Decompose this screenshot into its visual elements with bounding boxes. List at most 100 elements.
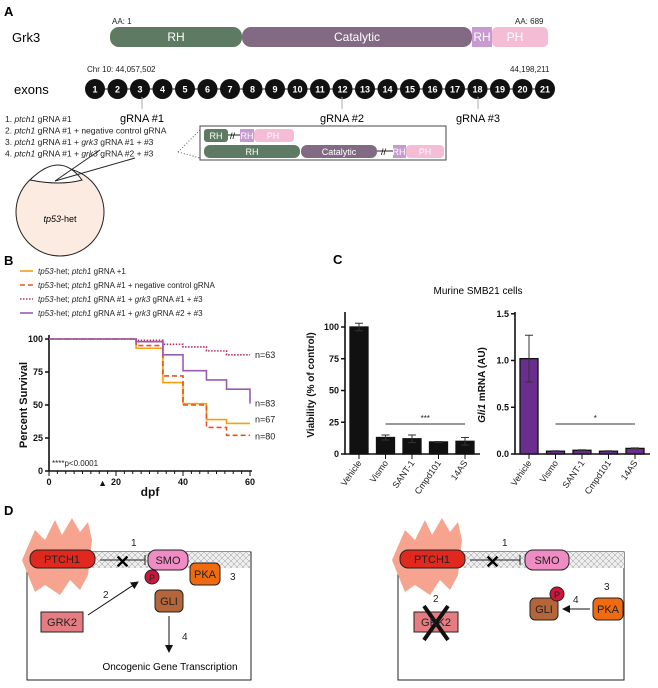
y-tick-label: 0.0 <box>496 449 509 459</box>
injection-text: ptch1 <box>13 149 35 159</box>
grna-2-label: gRNA #2 <box>320 113 364 125</box>
trunc1-rh2: RH <box>241 131 254 141</box>
exon-number: 9 <box>272 85 277 95</box>
x-tick-label: 60 <box>245 477 255 487</box>
step-4: 4 <box>573 595 579 606</box>
exon-number: 7 <box>227 85 232 95</box>
x-tick-label: Vismo <box>538 458 560 484</box>
bar <box>428 441 449 455</box>
error-bar <box>408 434 416 444</box>
exon-circle <box>107 79 128 99</box>
embryo-label: tp53-het <box>43 214 77 224</box>
legend-text: tp53 <box>38 309 54 318</box>
phospho-icon <box>549 586 565 602</box>
n-label: n=63 <box>255 350 275 360</box>
exon-number: 18 <box>472 85 482 95</box>
exon-circle <box>130 79 150 99</box>
aa-start: AA: 1 <box>112 17 132 26</box>
grna-3-label: gRNA #3 <box>456 113 500 125</box>
exon-number: 5 <box>182 85 187 95</box>
exon-circle <box>422 79 443 99</box>
domain-rh2 <box>472 27 492 47</box>
exon-number: 3 <box>137 85 142 95</box>
exon-circle <box>467 79 488 99</box>
y-axis-label: Percent Survival <box>18 362 30 448</box>
legend-text: gRNA #1 + <box>91 295 134 304</box>
svg-text://: // <box>230 131 236 141</box>
legend-text: grk3 <box>135 295 151 304</box>
exon-circle <box>400 79 420 99</box>
step-3: 3 <box>604 582 610 593</box>
exon-number: 17 <box>450 85 460 95</box>
exons-label: exons <box>14 82 49 97</box>
domain-ph <box>492 27 548 47</box>
error-bar <box>604 450 613 453</box>
gli-box <box>529 597 559 621</box>
ptch1-protein <box>399 549 466 569</box>
exon-number: 13 <box>360 85 370 95</box>
domain-rh-label: RH <box>167 30 184 44</box>
injection-text: ptch1 <box>13 126 35 136</box>
step-4: 4 <box>182 632 188 643</box>
panel-label-b: B <box>4 253 13 268</box>
grk2-label: GRK2 <box>421 617 451 629</box>
domain-ph-label: PH <box>507 30 524 44</box>
pka-label: PKA <box>194 569 217 581</box>
exon-circle <box>445 79 465 99</box>
n-label: n=83 <box>255 399 275 409</box>
exon-number: 10 <box>292 85 302 95</box>
step-3: 3 <box>230 572 236 583</box>
exon-circle <box>512 79 533 99</box>
exon-circle <box>377 79 398 99</box>
phospho-icon <box>144 569 160 585</box>
x-axis-label: dpf <box>141 485 161 499</box>
chr-end: 44,198,211 <box>510 65 550 74</box>
y-axis-gene: Gli1 <box>477 404 488 423</box>
y-axis-unit: mRNA (AU) <box>477 347 488 404</box>
aa-end: AA: 689 <box>515 17 544 26</box>
trunc2-rh: RH <box>246 147 259 157</box>
legend-text: -het; <box>54 309 72 318</box>
error-bar <box>355 322 363 332</box>
x-tick-label: Vehicle <box>509 458 534 488</box>
legend-text: ptch1 <box>71 295 92 304</box>
y-tick-label: 100 <box>28 334 43 344</box>
y-tick-label: 0 <box>334 449 339 459</box>
exon-number: 1 <box>92 85 97 95</box>
legend-text: -het; <box>54 281 72 290</box>
truncated-protein-1: // RH RH PH <box>204 129 294 142</box>
legend-text: gRNA #1 + negative control gRNA <box>91 281 215 290</box>
legend-text: ptch1 <box>71 281 92 290</box>
trunc2-ph: PH <box>419 147 432 157</box>
x-tick-label: 20 <box>111 477 121 487</box>
exon-number: 20 <box>517 85 527 95</box>
y-tick-label: 0 <box>38 466 43 476</box>
legend-entry: tp53-het; ptch1 gRNA #1 + grk3 gRNA #1 +… <box>38 295 203 304</box>
grk2-box <box>40 611 84 633</box>
exon-number: 6 <box>205 85 210 95</box>
smo-label: SMO <box>155 555 181 567</box>
trunc2-catalytic: Catalytic <box>322 147 357 157</box>
legend-text: grk3 <box>135 309 151 318</box>
domain-catalytic-label: Catalytic <box>334 30 380 44</box>
injection-text: 2. <box>5 126 14 136</box>
exon-number: 16 <box>427 85 437 95</box>
y-tick-label: 100 <box>324 322 339 332</box>
survival-curve <box>49 338 250 437</box>
smo-protein <box>524 549 570 571</box>
exon-number: 4 <box>160 85 165 95</box>
error-bar <box>578 449 586 452</box>
legend-text: tp53 <box>38 281 54 290</box>
x-tick-label: Cmpd101 <box>413 458 444 496</box>
grna-1-label: gRNA #1 <box>120 113 164 125</box>
gli-box <box>154 589 184 613</box>
legend-text: tp53 <box>38 267 54 276</box>
exon-circle <box>490 79 510 99</box>
domain-rh <box>110 27 242 47</box>
panel-label-c: C <box>333 252 343 267</box>
exon-circle <box>197 79 218 99</box>
error-bar <box>461 436 469 446</box>
